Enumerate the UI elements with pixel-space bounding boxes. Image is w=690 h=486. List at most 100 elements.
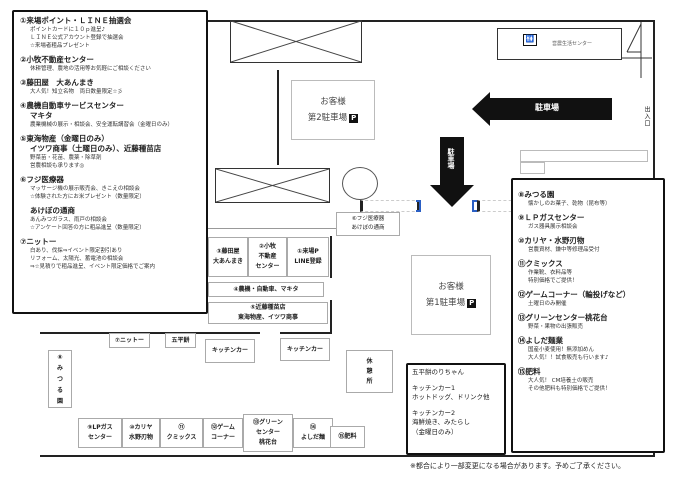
booth-label: センター	[87, 434, 112, 441]
section-line: 野菜苗・花苗、農薬・除草剤	[30, 155, 102, 161]
booth-6: ⑥フジ医療器あけぼの通商	[336, 212, 400, 236]
booth-15: ⑮肥料	[330, 426, 365, 448]
booth-label: センター	[255, 429, 280, 436]
booth-label: る	[56, 386, 63, 394]
info-section-13: ⑬グリーンセンター桃花台野菜・果物の出張販売	[518, 313, 658, 331]
info-section-akebono: あけぼの通商あんみつガラス、雨戸の相談会☆アンケート回答の方に粗品進呈（数量限定…	[20, 206, 200, 232]
booth-label: ⑧	[57, 353, 63, 361]
section-title: あけぼの通商	[30, 206, 75, 215]
parking-1-line2: 第1駐車場	[425, 298, 466, 308]
booth-label: ⑩カリヤ	[129, 424, 153, 431]
booth-label: み	[56, 364, 63, 372]
kitchen-line: （金曜日のみ）	[412, 427, 458, 436]
booth-label: コーナー	[210, 434, 235, 441]
booth-2: ②小牧不動産センター	[248, 237, 287, 277]
section-title: ⑫ゲームコーナー（輪投げなど）	[518, 290, 631, 299]
section-line: 国産小麦使用！無添加めん	[528, 347, 595, 353]
info-section-1: ①来場ポイント・ＬＩＮＥ抽選会ポイントカードに１０ｐ進呈♪ＬＩＮＥ公式アカウント…	[20, 16, 200, 50]
divider-line	[330, 236, 332, 278]
divider-line	[40, 332, 260, 334]
booth-label: ⑦ニットー	[114, 336, 145, 344]
arrow-left-icon	[472, 92, 612, 126]
section-title: マキタ	[30, 111, 53, 120]
info-section-6: ⑥フジ医療器マッサージ機の展示販売会、きこえの相談会☆体験された方にお米プレゼン…	[20, 175, 200, 201]
structure-x-box	[230, 20, 362, 63]
booth-4: ④農機・自動車、マキタ	[208, 282, 324, 297]
section-title: ⑦ニットー	[20, 237, 57, 246]
booth-label: ①来場P	[297, 248, 319, 255]
booth-label: ⑫ゲーム	[211, 424, 235, 431]
north-arrow-icon	[622, 22, 652, 78]
road-band	[520, 162, 545, 174]
section-title: ⑨ＬＰガスセンター	[518, 213, 585, 222]
booth-1: ①来場P LINE登録	[287, 237, 329, 277]
kitchen-car-1: キッチンカー	[205, 339, 255, 363]
booth-label: LINE登録	[294, 258, 322, 265]
structure-x-box	[215, 168, 330, 203]
parking-1-line1: お客様	[438, 282, 464, 292]
section-line: 営農相談も承ります◎	[30, 163, 85, 169]
kitchen-line: 海鮮焼き、みたらし	[412, 418, 471, 426]
section-line: リフォーム、太陽光、蓄電池の相談会	[30, 256, 124, 262]
booth-3: ③藤田屋大あんまき	[208, 237, 248, 277]
bracket-mark	[416, 200, 421, 212]
section-line: 休耕管理、農地の活用等お気軽にご相談ください	[30, 66, 151, 72]
section-title: ⑩カリヤ・水野刃物	[518, 236, 585, 245]
section-line: ガス器具展示相談会	[528, 224, 578, 230]
section-line: 土曜日のみ開催	[528, 301, 567, 307]
info-section-3: ③藤田屋 大あんまき大人気！知立名物 両日数量限定☆彡	[20, 78, 200, 96]
divider-line	[207, 228, 397, 229]
parking-2-line1: お客様	[320, 97, 346, 107]
map-top-wall	[207, 20, 655, 22]
booth-10: ⑩カリヤ水野刃物	[122, 418, 160, 448]
section-line: あんみつガラス、雨戸の相談会	[30, 217, 107, 223]
info-section-9: ⑨ＬＰガスセンターガス器具展示相談会	[518, 213, 658, 231]
section-line: ＬＩＮＥ公式アカウント登録で抽選会	[30, 35, 124, 41]
toilet-icon: 🚻	[523, 34, 537, 46]
arrow-left-label: 駐車場	[535, 103, 559, 112]
booth-gohei: 五平餅	[165, 333, 196, 348]
section-line: マッサージ機の展示販売会、きこえの相談会	[30, 186, 140, 192]
section-line: 野菜・果物の出張販売	[528, 324, 584, 330]
section-title: イツワ商事（土曜日のみ）、近藤種苗店	[30, 144, 162, 153]
booth-label: ⑭	[309, 424, 316, 431]
section-line: 懐かしのお菓子、乾物（昆布等）	[528, 201, 611, 207]
bracket-mark	[472, 200, 477, 212]
entrance-label: 出入口	[643, 106, 650, 127]
booth-label: 五平餅	[171, 336, 190, 344]
kitchen-car-2: キッチンカー	[280, 338, 330, 361]
booth-label: センター	[255, 263, 280, 270]
rest-area: 休憩所	[346, 350, 393, 393]
booth-13: ⑬グリーンセンター桃花台	[243, 414, 293, 452]
booth-label: 桃花台	[258, 439, 277, 446]
footnote: ※都合により一部変更になる場合があります。予めご了承ください。	[410, 462, 626, 470]
circle-structure	[342, 167, 378, 200]
info-section-2: ②小牧不動産センター休耕管理、農地の活用等お気軽にご相談ください	[20, 55, 200, 73]
section-line: 白あり、伐採⇒イベント限定割引あり	[30, 248, 123, 254]
booth-label: 所	[366, 377, 373, 385]
arrow-down-icon	[430, 137, 474, 207]
booth-label: ②小牧	[258, 243, 277, 250]
booth-9: ⑨LPガスセンター	[78, 418, 122, 448]
booth-label: キッチンカー	[286, 345, 323, 353]
booth-label: 東海物産、イツワ商事	[237, 314, 298, 321]
info-section-12: ⑫ゲームコーナー（輪投げなど） 土曜日のみ開催	[518, 290, 658, 308]
section-line: ⇒☆見積りで粗品進呈、イベント限定価格でご案内	[30, 264, 156, 270]
booth-label: ⑥フジ医療器	[351, 216, 385, 222]
section-title: ④農機自動車サービスセンター	[20, 101, 124, 110]
road-band	[520, 150, 648, 162]
section-title: ⑭よしだ麺業	[518, 336, 563, 345]
booth-label: ⑮肥料	[338, 433, 357, 440]
info-section-10: ⑩カリヤ・水野刃物営農資材、鎌中等修理品受付	[518, 236, 658, 254]
section-title: ②小牧不動産センター	[20, 55, 94, 64]
section-line: ☆体験された方にお米プレゼント（数量限定）	[30, 194, 145, 200]
info-section-4: ④農機自動車サービスセンターマキタ農業機械の展示・相談会、安全運転講習会（金曜日…	[20, 101, 200, 129]
booth-label: ④農機・自動車、マキタ	[233, 285, 299, 293]
booth-label: つ	[56, 375, 63, 383]
kitchen-line: キッチンカー2	[412, 408, 456, 417]
info-section-7: ⑦ニットー白あり、伐採⇒イベント限定割引ありリフォーム、太陽光、蓄電池の相談会 ⇒…	[20, 237, 200, 271]
